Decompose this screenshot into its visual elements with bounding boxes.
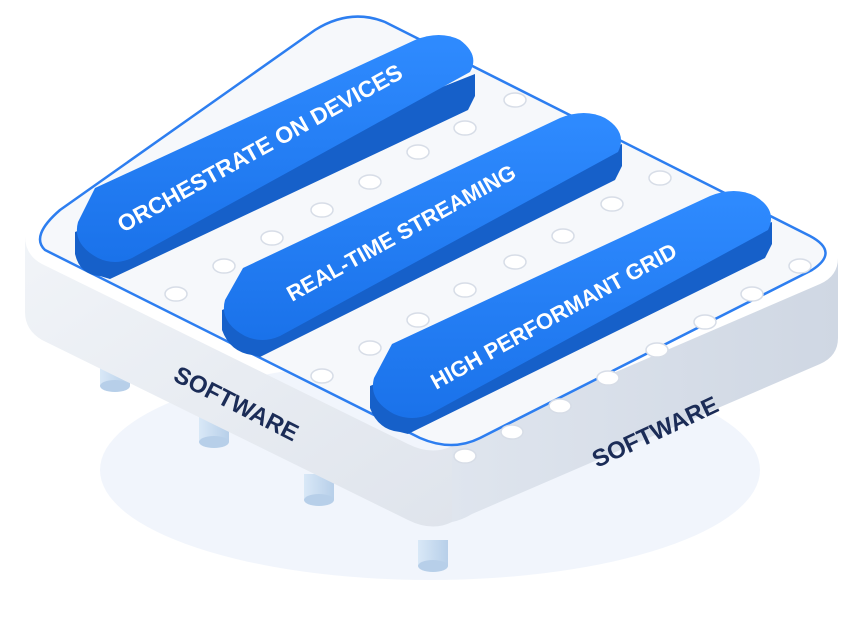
bar-grid-top	[372, 191, 772, 418]
peg	[310, 368, 334, 384]
bar-streaming-top	[223, 113, 622, 340]
peg	[310, 202, 334, 218]
peg	[164, 286, 188, 302]
peg-grid	[164, 92, 812, 464]
platform-left-wall	[25, 236, 452, 527]
platform-right-wall	[452, 258, 838, 522]
peg	[551, 228, 575, 244]
peg	[406, 144, 430, 160]
peg	[453, 120, 477, 136]
peg	[600, 196, 624, 212]
peg	[260, 230, 284, 246]
peg	[645, 342, 669, 358]
peg	[596, 370, 620, 386]
peg	[503, 254, 527, 270]
peg	[788, 258, 812, 274]
peg	[648, 170, 672, 186]
bar-orchestrate-top	[76, 35, 474, 262]
peg	[740, 286, 764, 302]
peg	[548, 398, 572, 414]
peg	[503, 92, 527, 108]
peg	[406, 312, 430, 328]
peg	[453, 448, 477, 464]
peg	[358, 174, 382, 190]
platform-legs	[100, 360, 448, 572]
peg	[693, 314, 717, 330]
peg	[500, 424, 524, 440]
peg	[358, 340, 382, 356]
peg	[212, 258, 236, 274]
peg	[453, 282, 477, 298]
leg	[418, 540, 448, 572]
